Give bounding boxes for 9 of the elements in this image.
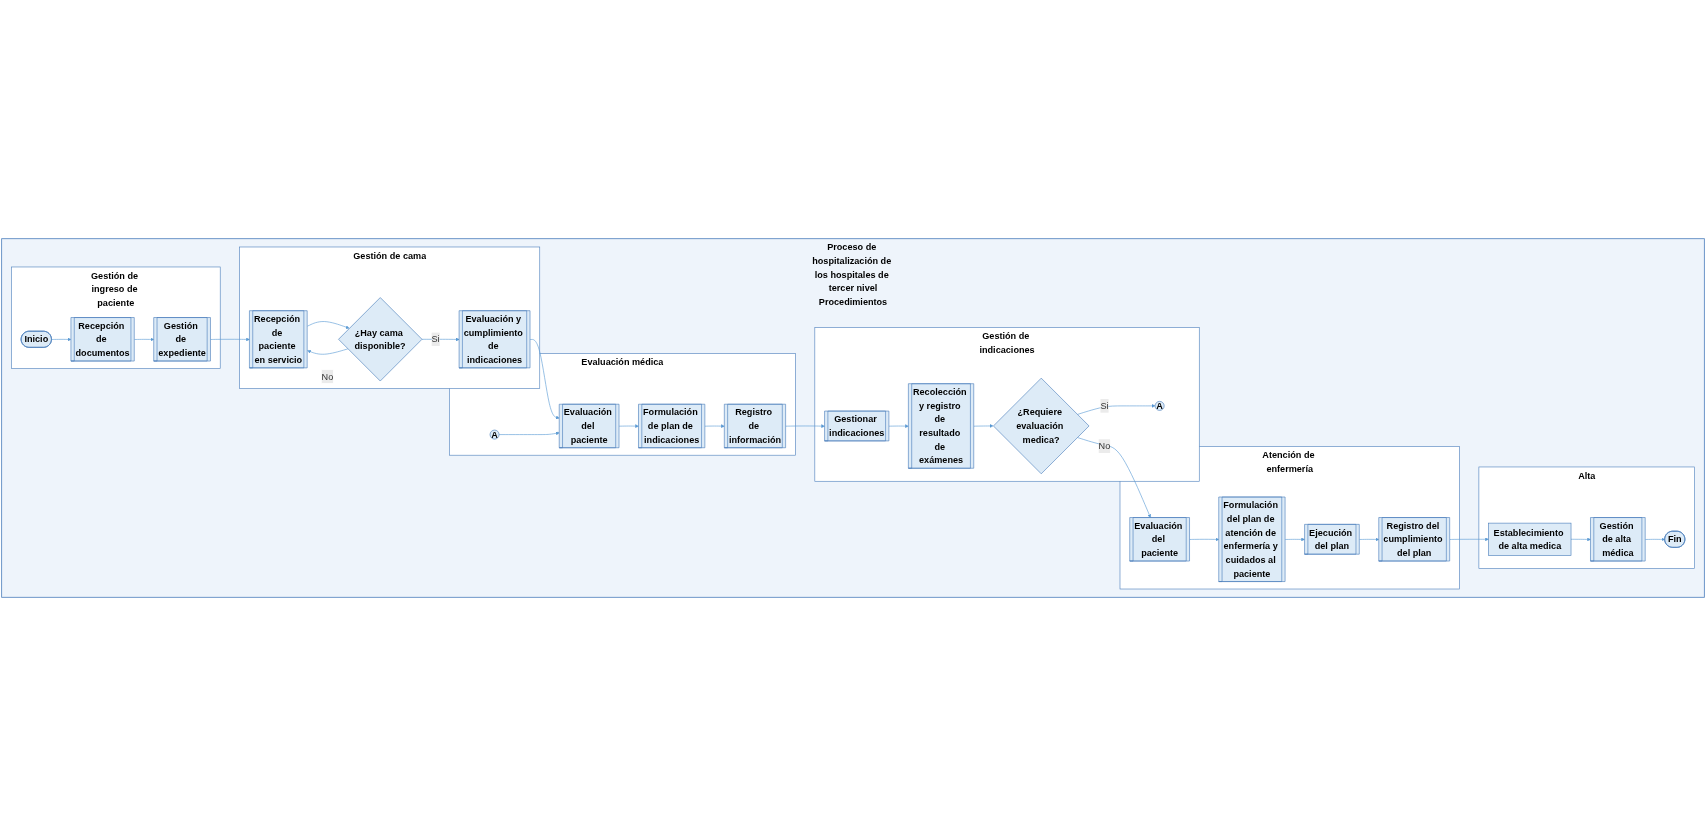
node-diamond: ¿Requiere evaluación medica? bbox=[993, 377, 1090, 475]
edge-label: No bbox=[1098, 440, 1111, 452]
node-circle: A bbox=[489, 429, 500, 440]
edge-label: Si bbox=[1100, 400, 1109, 412]
node-diamond: ¿Hay cama disponible? bbox=[338, 297, 423, 382]
node-box: Establecimiento de alta medica bbox=[1488, 522, 1572, 556]
edge-label: Si bbox=[431, 334, 440, 345]
edge-label: No bbox=[321, 371, 334, 382]
node-circle: A bbox=[1154, 401, 1165, 411]
